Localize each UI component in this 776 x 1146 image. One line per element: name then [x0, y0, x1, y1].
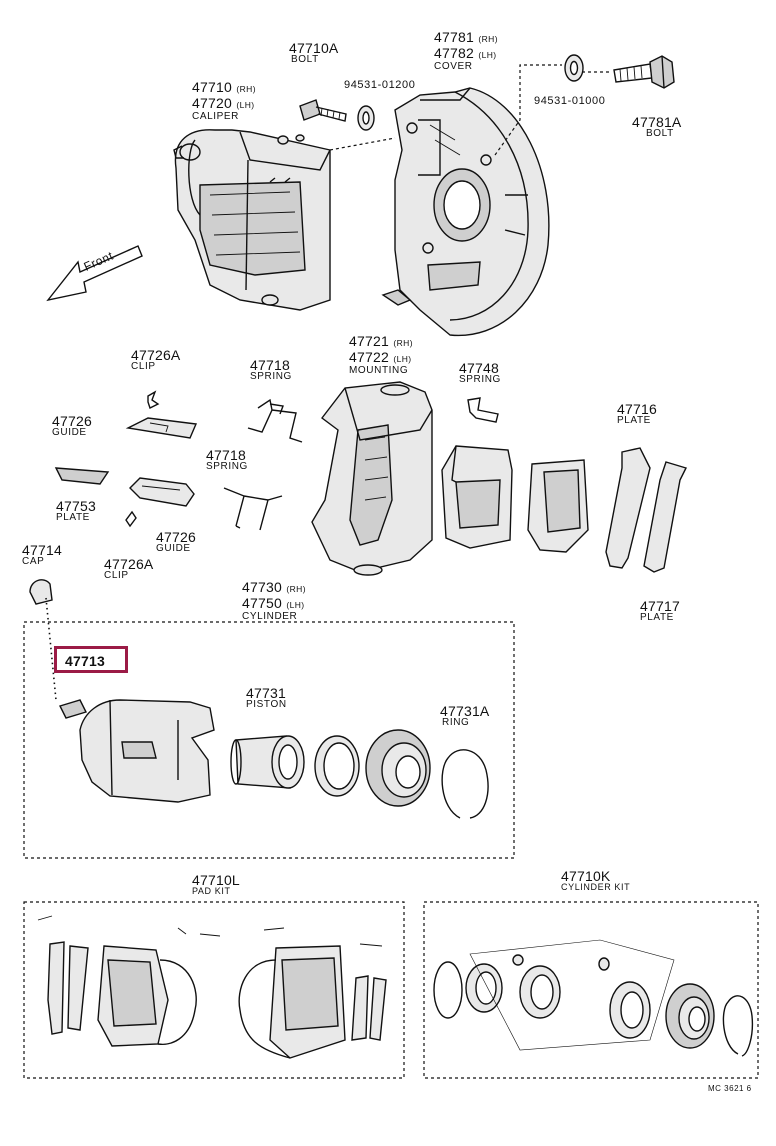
caliper-drawing[interactable] — [173, 129, 331, 311]
spring-47718-b-drawing[interactable] — [223, 487, 283, 531]
label-47714[interactable]: 47714 CAP — [22, 542, 62, 567]
label-47718-a[interactable]: 47718 SPRING — [250, 357, 292, 382]
brake-pad-2-drawing[interactable] — [527, 459, 589, 553]
cap-47714-drawing[interactable] — [29, 579, 57, 701]
label-47730-47750[interactable]: 47730 (RH) 47750 (LH) CYLINDER — [242, 579, 306, 622]
label-47753[interactable]: 47753 PLATE — [56, 498, 96, 523]
plate-47717-drawing[interactable] — [643, 461, 687, 573]
label-47726A-top[interactable]: 47726A CLIP — [131, 347, 181, 372]
cylinder-body-drawing[interactable] — [79, 699, 215, 803]
cylinder-kit-contents[interactable] — [433, 939, 754, 1057]
clip-47726A-top-drawing[interactable] — [147, 390, 160, 409]
label-47710K[interactable]: 47710K CYLINDER KIT — [561, 868, 631, 892]
label-47726A-bottom[interactable]: 47726A CLIP — [104, 556, 154, 581]
piston-47731-drawing[interactable] — [230, 735, 305, 789]
label-94531-01000[interactable]: 94531-01000 — [534, 95, 606, 107]
label-47731[interactable]: 47731 PISTON — [246, 685, 287, 710]
label-47710-47720[interactable]: 47710 (RH) 47720 (LH) CALIPER — [192, 79, 256, 122]
seal-ring-drawing[interactable] — [314, 735, 360, 797]
label-47731A[interactable]: 47731A RING — [440, 703, 490, 728]
highlight-47713[interactable]: 47713 — [54, 646, 128, 673]
label-47710A[interactable]: 47710A BOLT — [289, 40, 339, 65]
guide-47726-top-drawing[interactable] — [125, 417, 198, 439]
label-94531-01200[interactable]: 94531-01200 — [344, 79, 416, 91]
dust-cover-drawing[interactable] — [381, 87, 550, 337]
plate-47753-drawing[interactable] — [54, 467, 110, 485]
clip-47726A-bottom-drawing[interactable] — [125, 510, 137, 528]
label-47781-47782[interactable]: 47781 (RH) 47782 (LH) COVER — [434, 29, 498, 72]
label-47781A[interactable]: 47781A BOLT — [632, 114, 682, 139]
pad-kit-box — [23, 901, 405, 1079]
label-47748[interactable]: 47748 SPRING — [459, 360, 501, 385]
label-47717[interactable]: 47717 PLATE — [640, 598, 680, 623]
washer-94531-01000-drawing[interactable] — [564, 54, 584, 82]
leader-bolt-cover — [329, 137, 396, 151]
cylinder-group-box — [23, 621, 515, 859]
bolt-47710A-drawing[interactable] — [299, 99, 347, 122]
guide-47726-bottom-drawing[interactable] — [129, 477, 195, 507]
front-arrow — [46, 245, 143, 302]
mounting-47721-drawing[interactable] — [311, 381, 433, 576]
label-47726-bottom[interactable]: 47726 GUIDE — [156, 529, 196, 554]
label-47716[interactable]: 47716 PLATE — [617, 401, 657, 426]
boot-drawing[interactable] — [365, 729, 431, 807]
bolt-47781A-drawing[interactable] — [613, 55, 675, 89]
spring-47748-drawing[interactable] — [467, 397, 499, 423]
washer-94531-01200-drawing[interactable] — [357, 105, 375, 131]
plate-47716-drawing[interactable] — [605, 447, 651, 569]
label-47710L[interactable]: 47710L PAD KIT — [192, 872, 240, 896]
diagram-code: MC 3621 6 — [708, 1084, 752, 1093]
spring-47718-a-drawing[interactable] — [247, 398, 303, 443]
label-47718-b[interactable]: 47718 SPRING — [206, 447, 248, 472]
label-47721-47722[interactable]: 47721 (RH) 47722 (LH) MOUNTING — [349, 333, 413, 376]
ring-47731A-drawing[interactable] — [441, 749, 489, 819]
cylinder-kit-box — [423, 901, 759, 1079]
plug-47713-drawing[interactable] — [59, 699, 87, 719]
brake-pad-1-drawing[interactable] — [441, 445, 513, 549]
pad-kit-contents[interactable] — [37, 915, 387, 1059]
label-47726-top[interactable]: 47726 GUIDE — [52, 413, 92, 438]
